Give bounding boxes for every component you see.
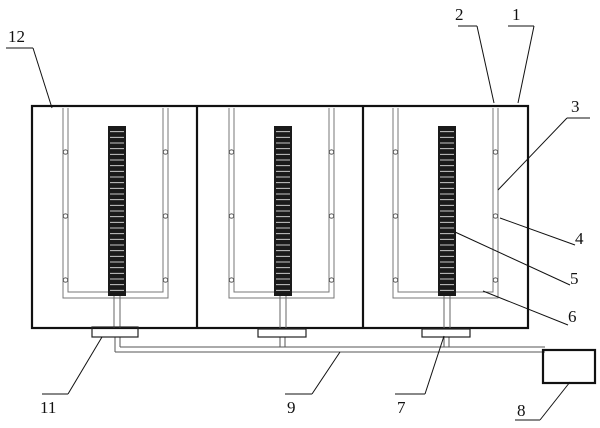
fitting-1 (91, 326, 139, 338)
left-hole-3-2 (392, 213, 399, 219)
left-hole-1-2 (62, 213, 69, 219)
right-hole-2-1 (328, 149, 335, 155)
label-3: 3 (571, 97, 580, 116)
right-hole-3-1 (492, 149, 499, 155)
right-hole-3-3 (492, 277, 499, 283)
inner-frame-outer-3 (392, 108, 499, 299)
label-11: 11 (40, 398, 56, 417)
label-9: 9 (287, 398, 296, 417)
right-hole-1-1 (162, 149, 169, 155)
left-hole-2-1 (228, 149, 235, 155)
right-hole-1-3 (162, 277, 169, 283)
fitting-2 (257, 328, 307, 338)
fitting-3 (421, 328, 471, 338)
label-2: 2 (455, 5, 464, 24)
inner-frame-outer-2 (228, 108, 335, 299)
label-4: 4 (575, 229, 584, 248)
left-hole-1-3 (62, 277, 69, 283)
left-hole-2-3 (228, 277, 235, 283)
label-5: 5 (570, 269, 579, 288)
control-box (541, 348, 597, 385)
base-fittings (91, 326, 471, 338)
label-7: 7 (397, 398, 406, 417)
label-6: 6 (568, 307, 577, 326)
label-1: 1 (512, 5, 521, 24)
leader-lines (6, 25, 590, 421)
left-hole-3-1 (392, 149, 399, 155)
chambers-group (62, 108, 499, 328)
label-12: 12 (8, 27, 25, 46)
inner-frame-outer-1 (62, 108, 169, 299)
left-hole-2-2 (228, 213, 235, 219)
right-hole-2-3 (328, 277, 335, 283)
pipe-manifold (114, 337, 545, 353)
right-hole-2-2 (328, 213, 335, 219)
right-hole-1-2 (162, 213, 169, 219)
label-8: 8 (517, 401, 526, 420)
left-hole-1-1 (62, 149, 69, 155)
right-hole-3-2 (492, 213, 499, 219)
left-hole-3-3 (392, 277, 399, 283)
